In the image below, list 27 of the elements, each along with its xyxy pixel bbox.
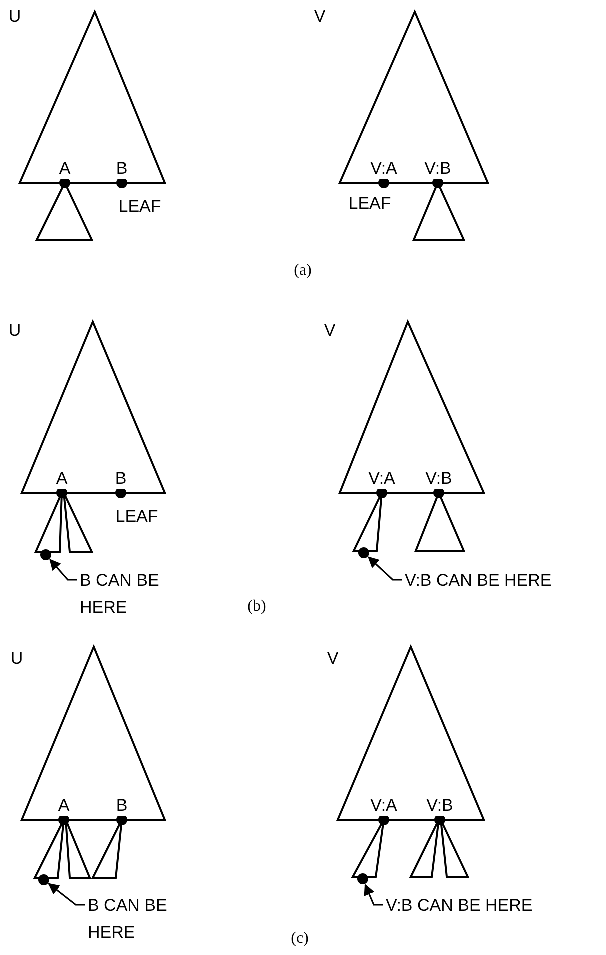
tree-label: V:A <box>370 797 398 816</box>
panel-caption: (c) <box>290 930 310 948</box>
tree-label: V:B <box>424 160 452 179</box>
panel-caption: (b) <box>246 598 268 616</box>
tree-label: V:B <box>424 470 454 489</box>
tree-label: A <box>55 470 69 489</box>
tree-node-dot <box>358 874 368 884</box>
tree-label: A <box>58 160 72 179</box>
leader-line <box>50 559 77 581</box>
panel-caption: (a) <box>293 262 313 280</box>
leader-line <box>364 884 383 906</box>
tree-node-dot <box>358 548 370 558</box>
tree-label: B <box>115 160 129 179</box>
tree-label: V:A <box>370 160 398 179</box>
tree-label: B <box>114 470 128 489</box>
annotation-text: B CAN BE HERE <box>80 567 205 621</box>
leader-line <box>368 556 402 581</box>
leader-line <box>48 883 85 906</box>
tree-label: V:A <box>368 470 396 489</box>
tree-label: B <box>115 797 129 816</box>
tree-node-dot <box>38 874 50 886</box>
tree-label: V:B <box>426 797 454 816</box>
annotation-text: V:B CAN BE HERE <box>386 892 596 919</box>
annotation-text: B CAN BE HERE <box>88 892 213 946</box>
tree-label: A <box>57 797 71 816</box>
tree-node-dot <box>40 550 52 560</box>
annotation-text: V:B CAN BE HERE <box>405 567 605 594</box>
